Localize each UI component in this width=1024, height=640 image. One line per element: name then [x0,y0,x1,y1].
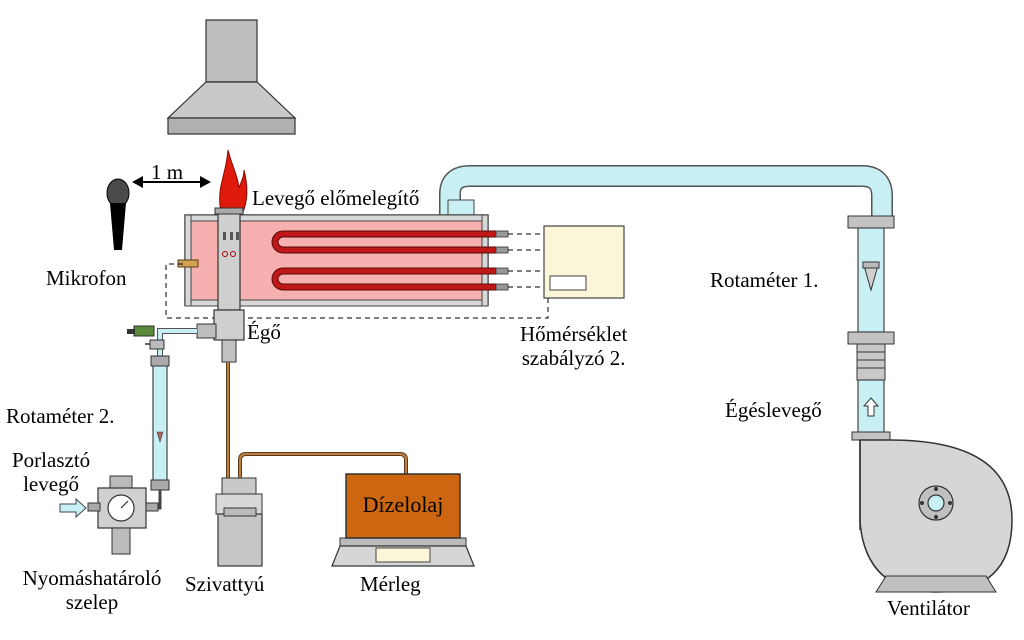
burner-tube [214,207,244,311]
pressure-valve-label-line2: szelep [65,590,119,614]
preheater-label: Levegő előmelegítő [252,186,420,210]
distance-arrow [132,176,211,188]
rotameter-2 [146,355,170,510]
atomizing-air-label-line1: Porlasztó [12,448,91,472]
distance-label: 1 m [151,160,184,184]
atomizing-air-label-line2: levegő [23,472,80,496]
pump-label: Szivattyú [185,572,265,596]
diesel-label: Dízelolaj [362,492,444,517]
atomizing-air-line [127,325,197,360]
microphone-label: Mikrofon [46,266,127,290]
combustion-air-label: Égéslevegő [725,398,822,422]
microphone-icon [106,178,130,250]
temp-controller-label: Hőmérséklet szabályzó 2. [520,322,627,370]
flame-icon [219,149,248,213]
inlet-arrow-icon [59,497,87,519]
signal-lines [165,233,549,319]
weighing-scale [331,537,475,567]
temperature-controller [543,225,625,299]
pressure-valve-label: Nyomáshatároló szelep [4,566,180,614]
diesel-tank [345,473,461,539]
burner-label: Égő [247,320,281,344]
pressure-valve-label-line1: Nyomáshatároló [22,566,162,590]
temp-controller-label-line1: Hőmérséklet [520,322,628,346]
rotameter2-label: Rotaméter 2. [6,404,115,428]
fuel-line [226,362,408,480]
air-duct [439,165,893,219]
scale-label: Mérleg [360,572,421,596]
rotameter1-label: Rotaméter 1. [710,268,819,292]
rotameter-1 [847,215,895,345]
atomizing-air-label: Porlasztó levegő [12,448,90,496]
ventilator [859,439,1013,593]
heater-coils [271,230,509,291]
pressure-regulator [87,475,159,555]
flex-connector [851,343,891,441]
fuel-pump [215,477,263,567]
fan-label: Ventilátor [887,596,970,620]
temp-controller-label-line2: szabályzó 2. [521,346,626,370]
exhaust-hood [166,19,297,135]
